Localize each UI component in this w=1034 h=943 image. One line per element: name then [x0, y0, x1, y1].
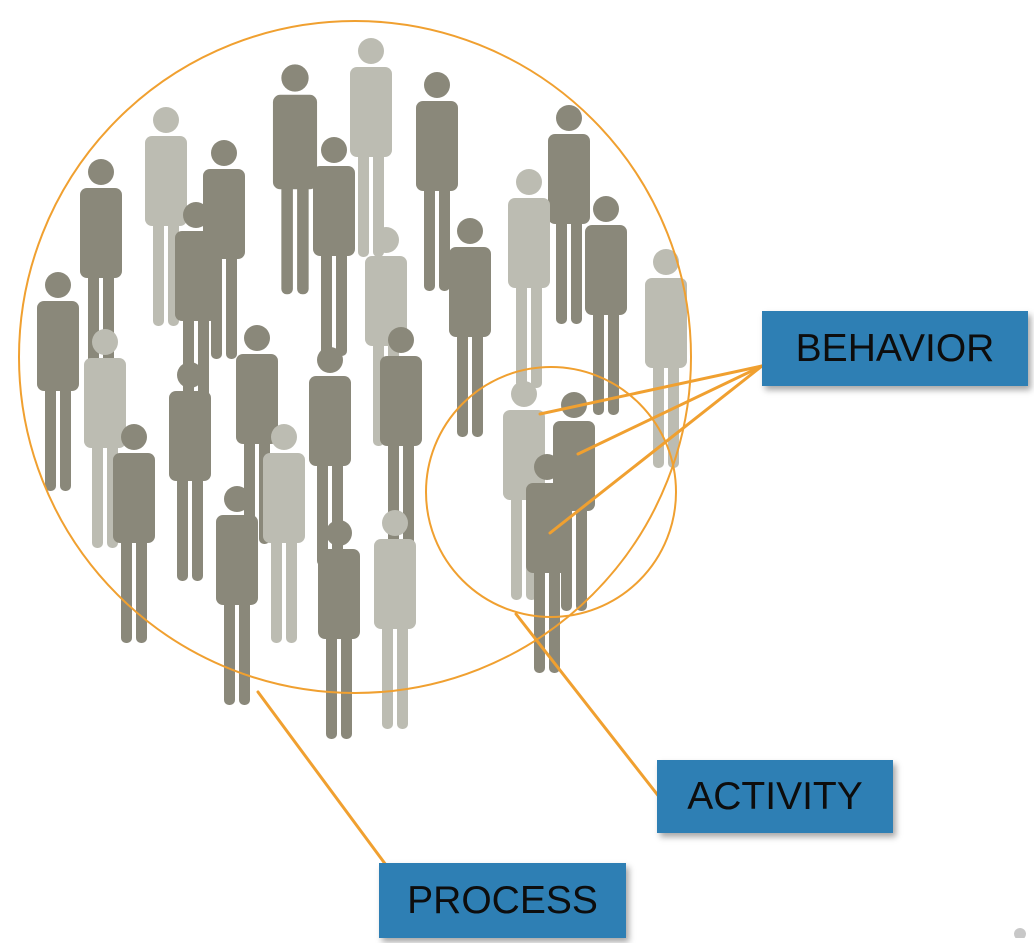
behavior-connector-1	[538, 364, 764, 416]
crowd-person-icon-11	[175, 202, 217, 421]
process-connector	[256, 690, 402, 886]
activity-label-text: ACTIVITY	[687, 774, 863, 818]
crowd-person-icon-10	[585, 196, 627, 415]
activity-circle	[425, 366, 677, 618]
crowd-person-icon-12	[449, 218, 491, 437]
crowd-person-icon-25	[374, 510, 416, 729]
behavior-label: BEHAVIOR	[762, 311, 1028, 386]
crowd-person-icon-22	[263, 424, 305, 643]
process-circle	[18, 20, 692, 694]
crowd-person-icon-14	[645, 249, 687, 468]
process-label: PROCESS	[379, 863, 626, 938]
people-group	[37, 38, 687, 739]
crowd-person-icon-20	[169, 362, 211, 581]
crowd-person-icon-24	[318, 520, 360, 739]
corner-dot	[1014, 928, 1026, 940]
process-label-text: PROCESS	[407, 878, 598, 922]
behavior-connector-2	[576, 364, 764, 456]
behavior-label-text: BEHAVIOR	[795, 326, 995, 370]
people-front-group	[503, 381, 595, 673]
activity-label: ACTIVITY	[657, 760, 893, 833]
behavior-connectors	[538, 364, 764, 535]
crowd-person-icon-15	[37, 272, 79, 491]
crowd-person-icon-1	[350, 38, 392, 257]
activity-person-icon-3	[526, 454, 568, 673]
crowd-person-icon-2	[272, 64, 318, 295]
activity-connector	[514, 612, 662, 800]
crowd-person-icon-9	[508, 169, 550, 388]
behavior-connector-3	[548, 364, 764, 535]
crowd-person-icon-5	[548, 105, 590, 324]
crowd-person-icon-8	[313, 137, 355, 356]
